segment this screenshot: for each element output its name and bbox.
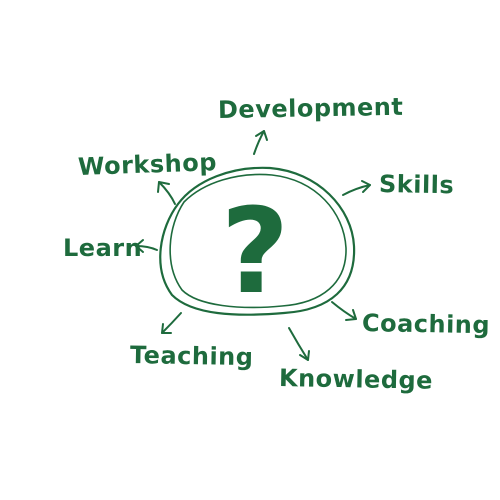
label-skills: Skills [378, 170, 455, 200]
arrow-learn-head [135, 239, 144, 253]
label-workshop: Workshop [77, 148, 218, 181]
arrow-learn [135, 245, 158, 251]
label-knowledge: Knowledge [278, 364, 434, 395]
arrow-workshop [158, 181, 176, 205]
center-circle-outer [159, 166, 356, 316]
arrow-development-head [255, 130, 268, 141]
center-circle-inner [169, 173, 347, 309]
arrow-skills-head [361, 180, 371, 193]
label-development: Development [217, 92, 404, 124]
arrow-workshop-head [157, 181, 170, 193]
arrow-teaching-head [161, 323, 172, 334]
question-mark-icon: ? [221, 182, 289, 320]
arrow-coaching-head [345, 309, 357, 321]
arrow-knowledge [288, 327, 309, 361]
label-coaching: Coaching [361, 309, 491, 340]
arrow-skills [342, 184, 371, 196]
label-teaching: Teaching [129, 341, 254, 372]
arrow-coaching [331, 301, 357, 320]
arrow-teaching [161, 312, 182, 334]
label-learn: Learn [63, 234, 143, 262]
arrow-knowledge-head [299, 350, 310, 361]
arrow-development [253, 130, 265, 155]
